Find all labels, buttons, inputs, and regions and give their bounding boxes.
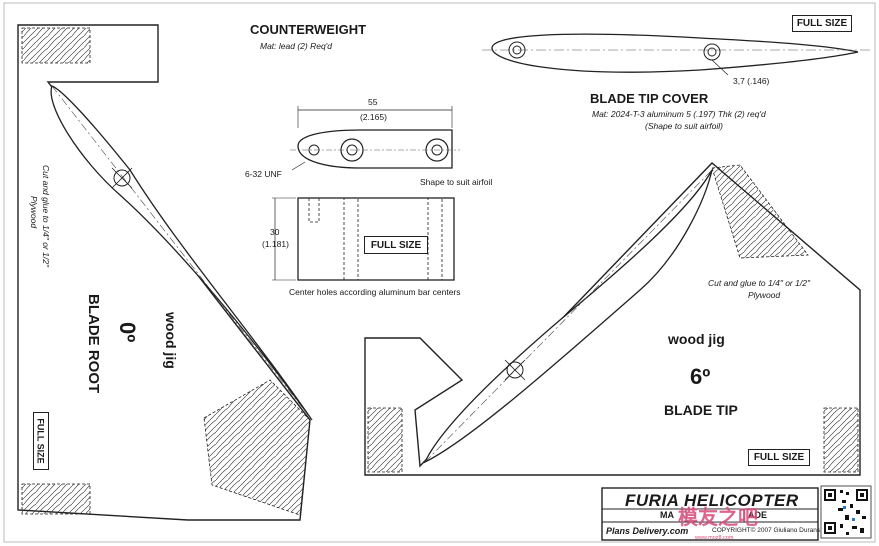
title-block [601, 487, 819, 541]
blade-root-jig [17, 24, 313, 521]
counterweight-width-mm: 55 [368, 97, 378, 107]
tip-cover-full-size-label: FULL SIZE [792, 15, 852, 32]
root-corner-web-top [21, 27, 91, 64]
counterweight-full-size-label: FULL SIZE [364, 236, 428, 254]
title-block-copyright: COPYRIGHT© 2007 Giuliano Durans [712, 527, 821, 534]
counterweight-title: COUNTERWEIGHT [250, 22, 367, 37]
title-block-line2-left: MA [660, 510, 674, 520]
tip-glue-note-line1: Cut and glue to 1/4" or 1/2" [708, 278, 810, 288]
site-watermark-url: www.moz8.com [695, 535, 734, 541]
root-center-mark [111, 167, 133, 189]
blade-tip-cover-drawing [482, 33, 870, 76]
qr-code [820, 485, 872, 539]
tip-cover-title: BLADE TIP COVER [590, 91, 709, 106]
root-corner-web-bottom-left [21, 483, 91, 515]
root-glue-note-line2: Plywood [29, 196, 39, 229]
root-angle-label: 0º [115, 322, 140, 343]
blade-tip-jig [364, 162, 861, 476]
tip-cover-hole-dimension: 3,7 (.146) [733, 76, 770, 86]
tip-corner-web-top [711, 164, 809, 259]
root-blade-name: BLADE ROOT [85, 294, 102, 394]
title-block-footer: Plans Delivery.com [606, 526, 689, 536]
site-watermark: 模友之吧 [678, 507, 758, 529]
root-full-size-frame: FULL SIZE [33, 412, 49, 470]
counterweight-shape-note: Shape to suit airfoil [420, 177, 493, 187]
counterweight-center-note: Center holes according aluminum bar cent… [289, 287, 461, 297]
tip-glue-note-line2: Plywood [748, 290, 781, 300]
tip-center-mark [504, 359, 526, 381]
page-border [3, 2, 876, 543]
tip-cover-shape-note: (Shape to suit airfoil) [645, 121, 723, 131]
root-wood-jig-label: wood jig [163, 312, 179, 369]
counterweight-height-mm: 30 [270, 227, 280, 237]
root-corner-web-right [203, 379, 311, 516]
counterweight-width-in: (2.165) [360, 112, 387, 122]
tip-wood-jig-label: wood jig [668, 331, 725, 347]
tip-blade-name: BLADE TIP [664, 402, 738, 418]
tip-cover-material: Mat: 2024-T-3 aluminum 5 (.197) Thk (2) … [592, 109, 766, 119]
counterweight-thread: 6-32 UNF [245, 169, 282, 179]
tip-full-size-label: FULL SIZE [748, 449, 810, 466]
counterweight-top-view [290, 106, 460, 171]
tip-angle-label: 6º [690, 364, 711, 389]
counterweight-material: Mat: lead (2) Req'd [260, 41, 333, 51]
root-glue-note-line1: Cut and glue to 1/4" or 1/2" [41, 165, 51, 267]
title-block-line2-right: ADE [748, 510, 768, 520]
counterweight-height-in: (1.181) [262, 239, 289, 249]
root-full-size-label: FULL SIZE [36, 418, 46, 464]
tip-corner-web-left [367, 407, 403, 473]
title-block-brand: FURIA HELICOPTER [625, 491, 799, 510]
tip-corner-web-right [823, 407, 859, 473]
